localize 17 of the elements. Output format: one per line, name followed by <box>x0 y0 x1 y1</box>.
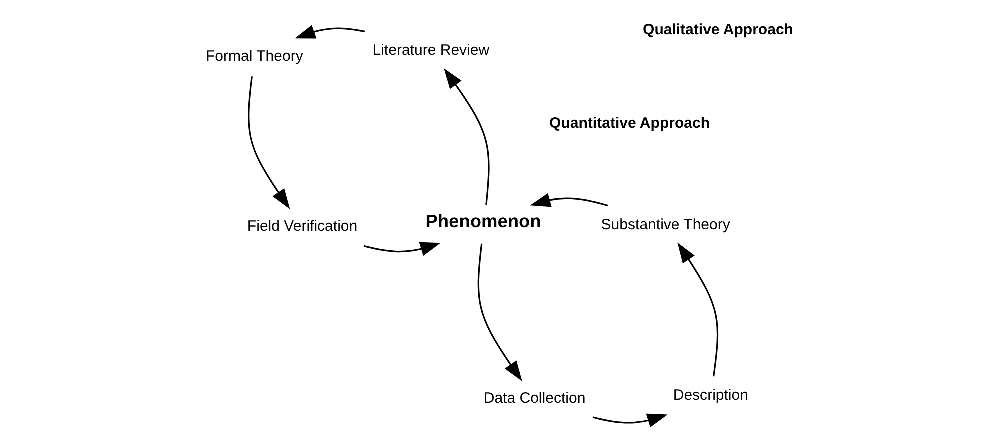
label: Quantitative Approach <box>550 115 710 132</box>
node-text: Formal Theory <box>206 48 304 66</box>
node-text: Phenomenon <box>426 210 542 232</box>
label: Qualitative Approach <box>643 22 794 39</box>
node-text: Field Verification <box>247 218 358 235</box>
arrow <box>364 242 441 256</box>
arrow <box>295 25 366 39</box>
arrow <box>248 76 290 210</box>
arrow <box>478 244 522 382</box>
node-text: Data Collection <box>484 390 586 407</box>
node-text: Literature Review <box>372 42 490 59</box>
arrow <box>530 193 609 208</box>
arrow <box>678 242 719 377</box>
arrow <box>444 68 490 205</box>
node-text: Description <box>673 386 748 404</box>
node-text: Substantive Theory <box>601 216 730 234</box>
arrow <box>592 414 668 428</box>
